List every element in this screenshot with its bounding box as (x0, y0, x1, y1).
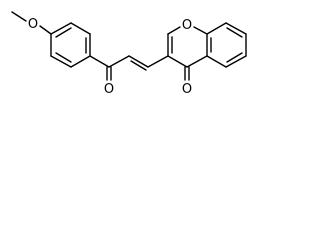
atom-o-methoxy: O (28, 17, 38, 32)
bond-alkene-double (130, 60, 147, 71)
atom-o-ring: O (182, 18, 192, 33)
atom-o-ketone: O (104, 82, 114, 97)
atom-o-pyranone: O (182, 82, 192, 97)
bond-c8-c7 (225, 22, 247, 35)
bond-aryl-5 (50, 55, 72, 68)
bond-aryl-double-1 (55, 27, 72, 38)
bond-c8a-c8 (206, 22, 227, 35)
bond-aryl-1 (50, 22, 72, 35)
bond-c6-c5 (225, 55, 247, 68)
bond-aryl-double-3 (55, 52, 72, 63)
bond-c3-c4 (167, 55, 188, 68)
bond-methyl-o (11, 11, 27, 22)
bond-o1-c8a (193, 26, 208, 35)
bond-aryl-2 (70, 22, 91, 35)
bond-alkene (128, 55, 149, 68)
bond-o-aryl (39, 25, 52, 35)
bond-c2-o1 (167, 26, 181, 35)
bond-alkene-chromone (147, 55, 169, 68)
bond-benzo-double-3 (226, 52, 243, 63)
bond-c4-c4a (186, 55, 208, 68)
bond-c5-c4a (206, 55, 227, 68)
bond-benzo-double-2 (226, 27, 243, 38)
bond-carbonyl-alpha (108, 55, 130, 68)
molecule-structure-diagram: O O O O (11, 11, 247, 97)
bond-aryl-carbonyl (89, 55, 110, 68)
bond-aryl-4 (70, 55, 91, 68)
